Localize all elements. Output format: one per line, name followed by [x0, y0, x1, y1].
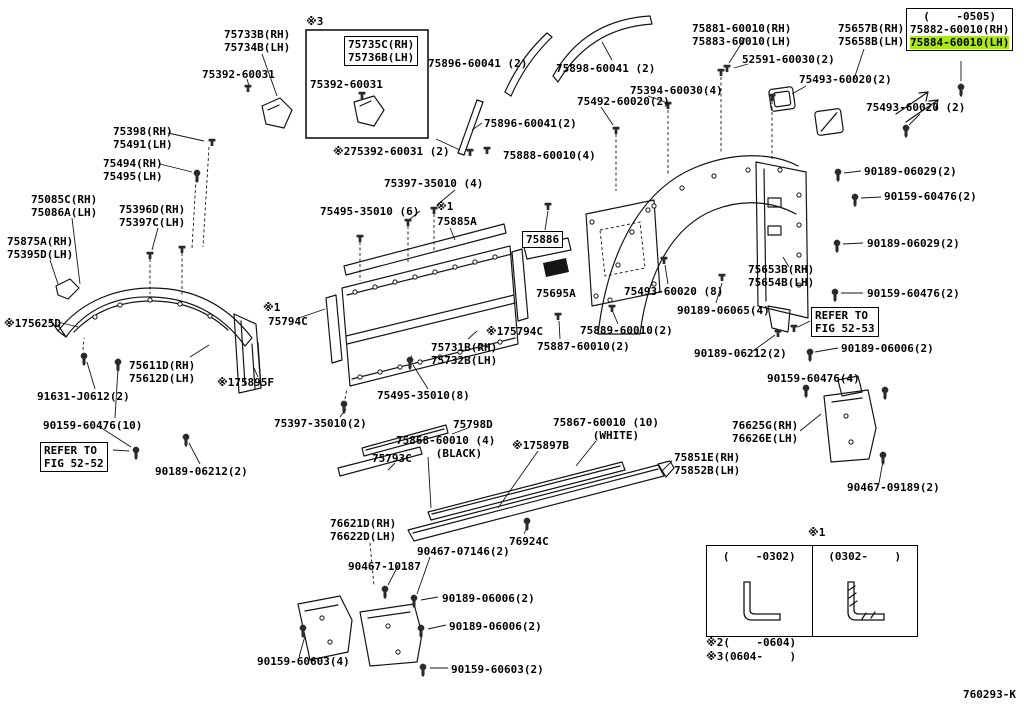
label-75397-35010-4[interactable]: 75397-35010 (4) — [384, 177, 484, 190]
label-75798D[interactable]: 75798D — [453, 418, 493, 431]
label-75493-60020-a[interactable]: 75493-60020(2) — [799, 73, 892, 86]
label-90189-06006-c[interactable]: 90189-06006(2) — [449, 620, 542, 633]
label-75494-75495[interactable]: 75494(RH)75495(LH) — [103, 157, 163, 183]
label-90189-06006-b[interactable]: 90189-06006(2) — [442, 592, 535, 605]
label-90159-60603-4[interactable]: 90159-60603(4) — [257, 655, 350, 668]
label-90467-09189[interactable]: 90467-09189(2) — [847, 481, 940, 494]
note-table-sym2: ※2( -0604) — [706, 636, 797, 649]
direction-arrow — [895, 91, 939, 123]
label-75611D-75612D[interactable]: 75611D(RH)75612D(LH) — [129, 359, 196, 385]
variant-cell-post0302: (0302- ) — [811, 546, 918, 636]
note-sym1-75794C: ※1 — [263, 301, 281, 314]
dashed-lines — [82, 77, 773, 587]
label-75885A[interactable]: 75885A — [437, 215, 477, 228]
label-75887-60010[interactable]: 75887-60010(2) — [537, 340, 630, 353]
note-sym1-75885A: ※1 — [436, 200, 454, 213]
label-75794C[interactable]: 75794C — [268, 315, 308, 328]
label-52591-60030[interactable]: 52591-60030(2) — [742, 53, 835, 66]
variant-table-drawings — [743, 581, 885, 621]
note3-frame — [305, 29, 429, 139]
label-75731B-75732B[interactable]: 75731B(RH)75732B(LH) — [431, 341, 498, 367]
left-fender-flare — [49, 278, 262, 394]
label-75398-75491[interactable]: 75398(RH)75491(LH) — [113, 125, 173, 151]
label-75896-60041-mid[interactable]: 75896-60041(2) — [484, 117, 577, 130]
label-75657B-75658B[interactable]: 75657B(RH)75658B(LH) — [838, 22, 905, 48]
diagram-code: 760293-K — [963, 688, 1016, 701]
note-table-sym3: ※3(0604- ) — [706, 650, 797, 663]
variant-header-post0302: (0302- ) — [828, 550, 902, 563]
variant-cell-pre0302: ( -0302) — [707, 546, 812, 636]
leader-lines — [49, 37, 962, 669]
label-75396D-75397C[interactable]: 75396D(RH)75397C(LH) — [119, 203, 186, 229]
mud-guards — [297, 375, 877, 667]
label-90159-60476-b[interactable]: 90159-60476(2) — [867, 287, 960, 300]
label-75896-60041-top[interactable]: 75896-60041 (2) — [428, 57, 528, 70]
note-sym3-top: ※3 — [306, 15, 324, 28]
rear-fender-arch — [585, 155, 809, 335]
label-175897B[interactable]: ※175897B — [512, 439, 570, 452]
label-75392-60031-framed[interactable]: 75392-60031 — [310, 78, 383, 91]
label-75495-35010-8[interactable]: 75495-35010(8) — [377, 389, 470, 402]
label-90189-06212-a[interactable]: 90189-06212(2) — [694, 347, 787, 360]
application-variant-table: ( -0302) (0302- ) — [706, 545, 918, 637]
label-175625D[interactable]: ※175625D — [4, 317, 62, 330]
label-75898-60041[interactable]: 75898-60041 (2) — [556, 62, 656, 75]
label-90189-06006-a[interactable]: 90189-06006(2) — [841, 342, 934, 355]
rivet-holes — [92, 167, 854, 655]
label-90159-60476-c[interactable]: 90159-60476(4) — [767, 372, 860, 385]
label-90467-10187[interactable]: 90467-10187 — [348, 560, 421, 573]
label-75735C-75736B[interactable]: 75735C(RH)75736B(LH) — [344, 36, 419, 66]
label-75653B-75654B[interactable]: 75653B(RH)75654B(LH) — [748, 263, 815, 289]
rocker-mouldings — [337, 424, 675, 542]
mount-pads — [768, 86, 844, 136]
label-90189-06029-b[interactable]: 90189-06029(2) — [867, 237, 960, 250]
label-75851E-75852B[interactable]: 75851E(RH)75852B(LH) — [674, 451, 741, 477]
label-75085C-75086A[interactable]: 75085C(RH)75086A(LH) — [31, 193, 98, 219]
label-75492-60020[interactable]: 75492-60020(2) — [577, 95, 670, 108]
label-90159-60603-2[interactable]: 90159-60603(2) — [451, 663, 544, 676]
label-75495-35010-6[interactable]: 75495-35010 (6) — [320, 205, 420, 218]
label-75695A[interactable]: 75695A — [536, 287, 576, 300]
label-76625G-76626E[interactable]: 76625G(RH)76626E(LH) — [732, 419, 799, 445]
label-90159-60476-d[interactable]: 90159-60476(10) — [43, 419, 143, 432]
label-75394-60030[interactable]: 75394-60030(4) — [630, 84, 723, 97]
label-175794C[interactable]: ※175794C — [486, 325, 544, 338]
note-sym1-table: ※1 — [808, 526, 826, 539]
corner-brackets — [261, 95, 385, 129]
variant-header-pre0302: ( -0302) — [722, 550, 796, 563]
label-75888-60010[interactable]: 75888-60010(4) — [503, 149, 596, 162]
part-75695A-shape — [543, 258, 569, 277]
label-75392-60031-left[interactable]: 75392-60031 — [202, 68, 275, 81]
label-75733B-75734B[interactable]: 75733B(RH)75734B(LH) — [224, 28, 291, 54]
label-90159-60476-a[interactable]: 90159-60476(2) — [884, 190, 977, 203]
label-75793C[interactable]: 75793C — [372, 452, 412, 465]
label-90189-06212-b[interactable]: 90189-06212(2) — [155, 465, 248, 478]
label-90189-06065[interactable]: 90189-06065(4) — [677, 304, 770, 317]
label-91631-J0612[interactable]: 91631-J0612(2) — [37, 390, 130, 403]
label-175895F[interactable]: ※175895F — [217, 376, 275, 389]
label-75881-75883[interactable]: 75881-60010(RH)75883-60010(LH) — [692, 22, 792, 48]
label-sym2-75392-60031[interactable]: ※275392-60031 (2) — [333, 145, 450, 158]
label-75889-60010[interactable]: 75889-60010(2) — [580, 324, 673, 337]
label-76621D-76622D[interactable]: 76621D(RH)76622D(LH) — [330, 517, 397, 543]
label-75868-60010[interactable]: 75868-60010 (4) (BLACK) — [396, 434, 496, 460]
label-75867-60010[interactable]: 75867-60010 (10) (WHITE) — [553, 416, 659, 442]
label-75875A-75395D[interactable]: 75875A(RH)75395D(LH) — [7, 235, 74, 261]
label-75397-35010-2[interactable]: 75397-35010(2) — [274, 417, 367, 430]
label-75886[interactable]: 75886 — [522, 231, 564, 248]
top-weatherstrips — [457, 15, 653, 156]
label-75493-60020-c[interactable]: 75493-60020 (8) — [624, 285, 724, 298]
label-75493-60020-b[interactable]: 75493-60020 (2) — [866, 101, 966, 114]
label-75882-75884-box[interactable]: ( -0505)75882-60010(RH)75884-60010(LH) — [906, 8, 1014, 51]
label-76924C[interactable]: 76924C — [509, 535, 549, 548]
label-90467-07146[interactable]: 90467-07146(2) — [417, 545, 510, 558]
label-90189-06029-a[interactable]: 90189-06029(2) — [864, 165, 957, 178]
